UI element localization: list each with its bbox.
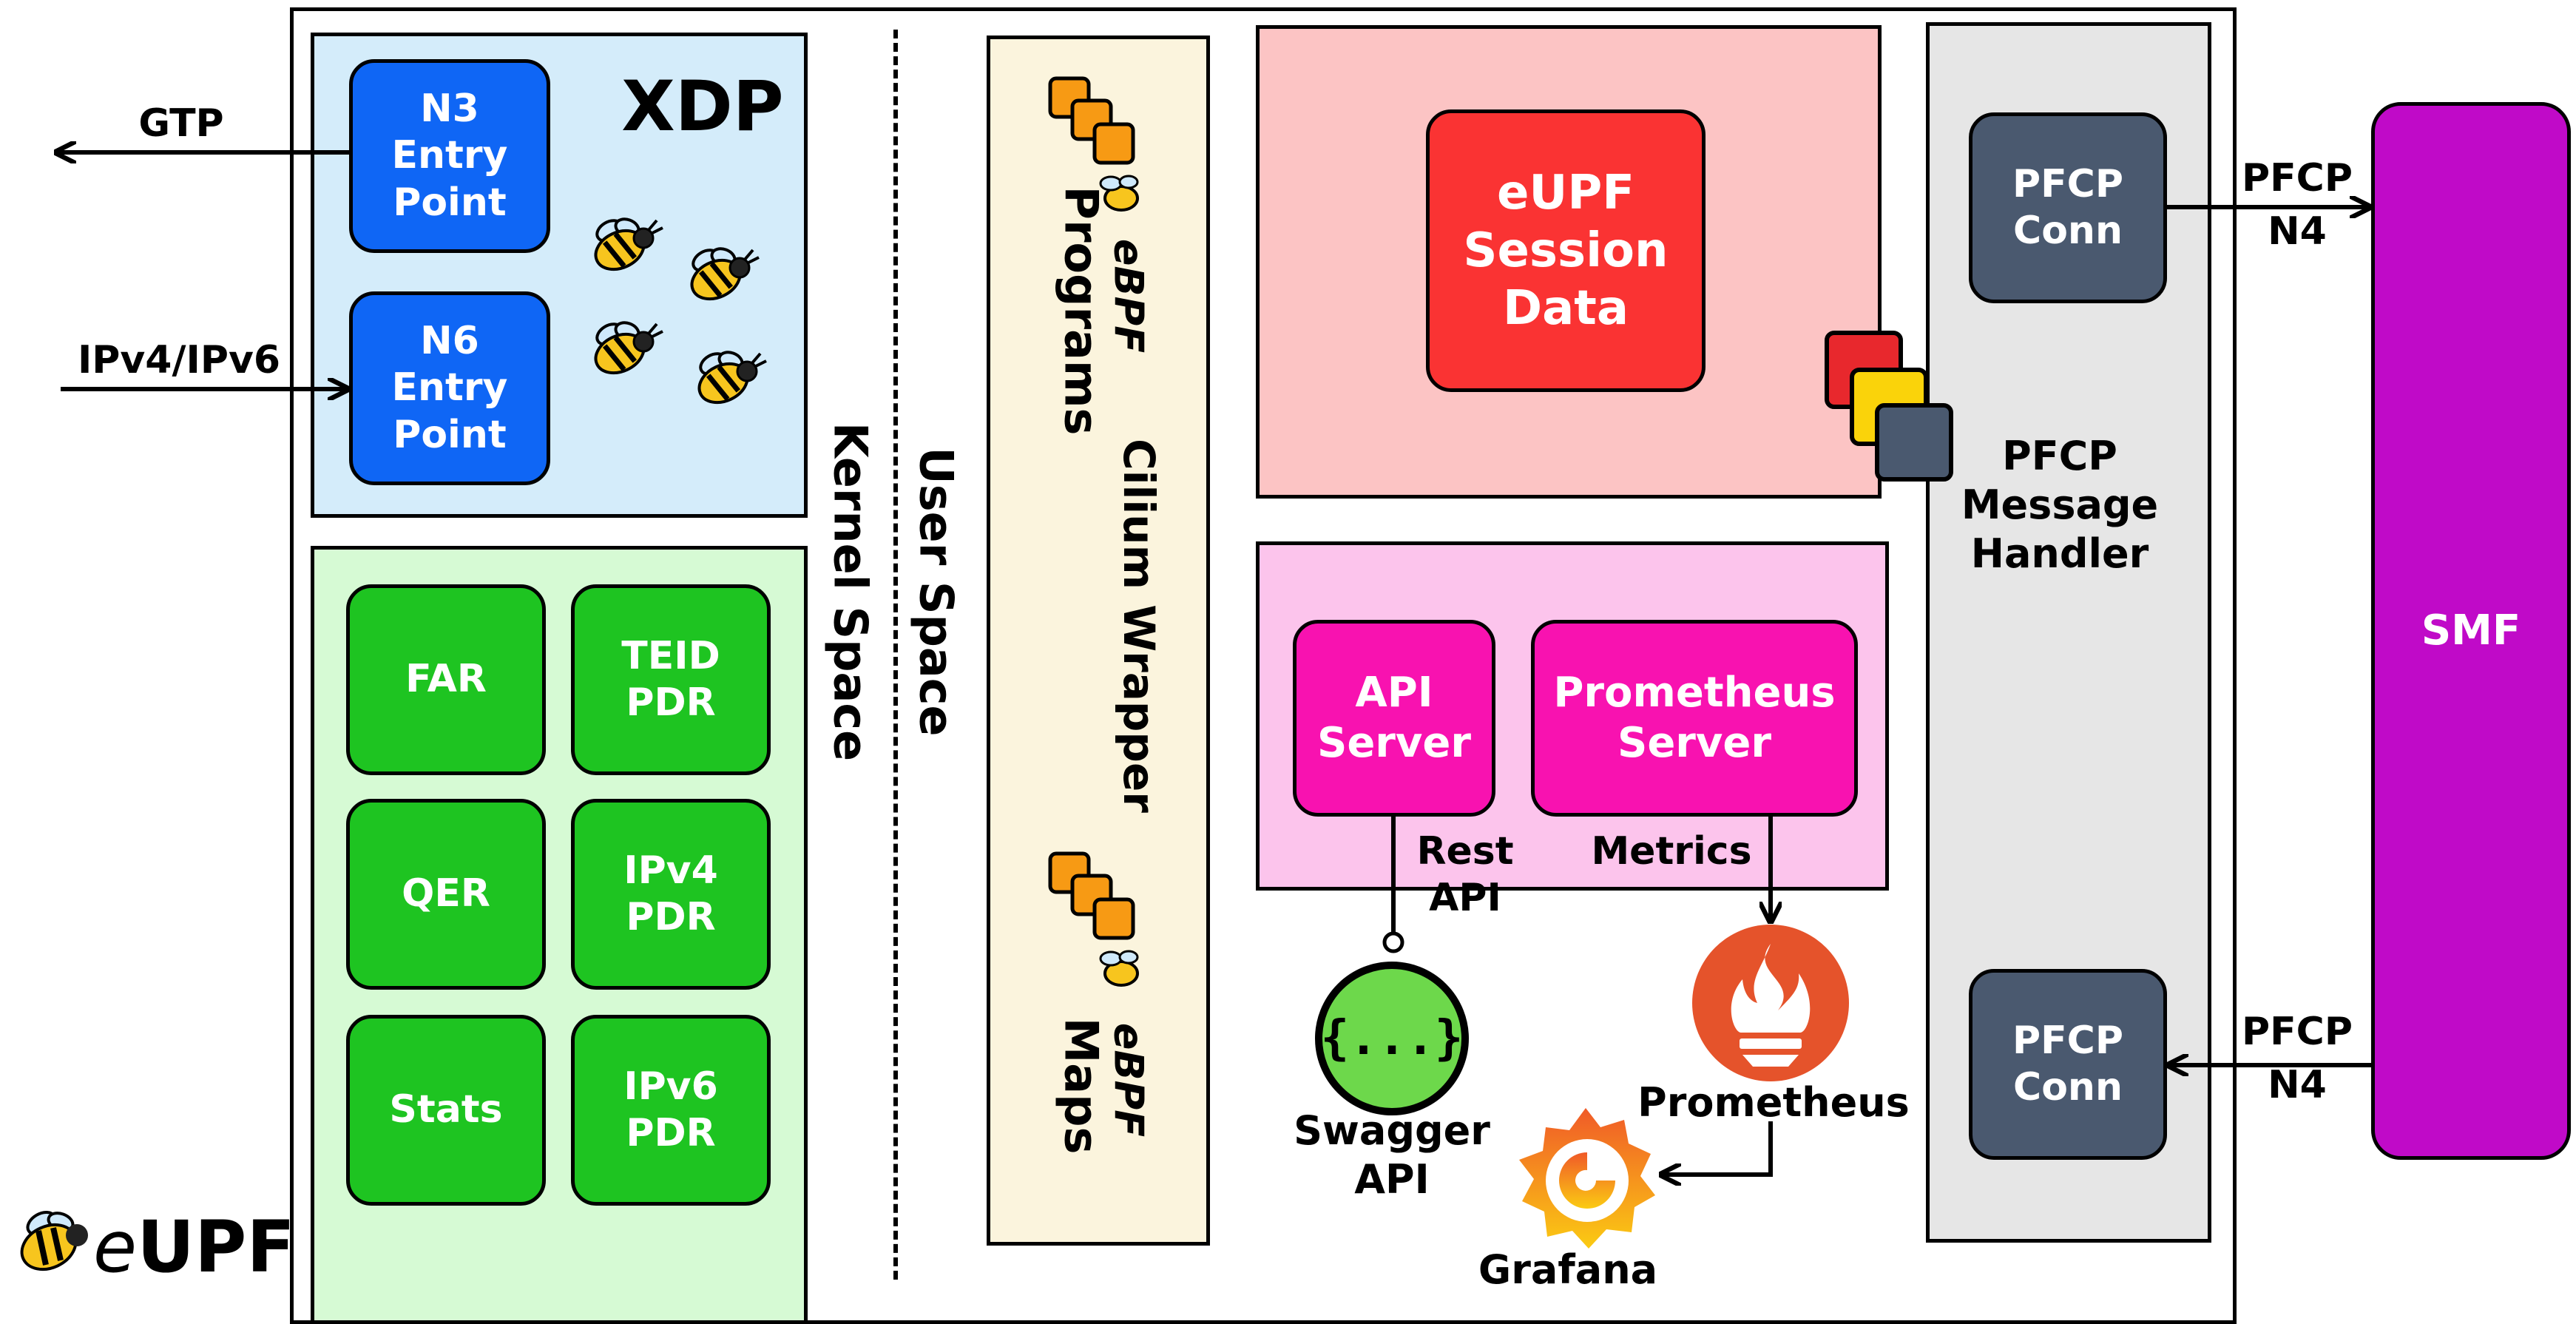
api-server[interactable]: API Server [1293,620,1495,817]
grafana-arrow [1663,1121,1773,1175]
prometheus-label: Prometheus [1637,1079,1910,1126]
space-divider [893,30,898,1280]
pfcp-conn-top[interactable]: PFCP Conn [1969,112,2167,303]
gtp-label: GTP [138,101,224,146]
pfcp-n4-bottom-label: PFCP N4 [2242,1010,2353,1107]
ipv4-pdr-map[interactable]: IPv4 PDR [571,799,771,990]
ebpf-programs-icon [1048,76,1139,212]
qer-map[interactable]: QER [346,799,546,990]
prometheus-server[interactable]: Prometheus Server [1531,620,1858,817]
stats-map[interactable]: Stats [346,1015,546,1206]
eupf-logo-bee-icon [20,1210,88,1271]
eupf-brand: eUPF [93,1206,295,1288]
rest-api-label: Rest API [1416,829,1514,921]
far-map[interactable]: FAR [346,584,546,775]
eupf-session-data[interactable]: eUPF Session Data [1426,109,1705,392]
prometheus-icon [1692,925,1849,1081]
metrics-label: Metrics [1591,829,1752,874]
pfcp-message-handler-label: PFCP Message Handler [1961,433,2159,577]
grafana-label: Grafana [1478,1246,1658,1293]
n6-entry-point[interactable]: N6 Entry Point [349,291,550,485]
swagger-label: Swagger API [1294,1107,1490,1203]
pfcp-conn-bottom[interactable]: PFCP Conn [1969,969,2167,1160]
swagger-glyph: {...} [1320,1011,1464,1066]
ipv6-pdr-map[interactable]: IPv6 PDR [571,1015,771,1206]
rest-api-socket [1382,931,1404,953]
ip-label: IPv4/IPv6 [77,338,281,382]
eupf-brand-e: e [93,1206,138,1288]
teid-pdr-map[interactable]: TEID PDR [571,584,771,775]
n3-entry-point[interactable]: N3 Entry Point [349,59,550,253]
swagger-icon: {...} [1315,962,1469,1115]
cilium-wrapper-panel [987,36,1210,1246]
pfcp-n4-top-label: PFCP N4 [2242,156,2353,254]
xdp-title: XDP [621,67,784,147]
smf-block[interactable]: SMF [2371,102,2571,1160]
eupf-brand-upf: UPF [137,1206,295,1288]
message-handler-icon [1825,331,1953,482]
ebpf-maps-icon [1048,851,1139,987]
grafana-icon [1519,1108,1655,1249]
